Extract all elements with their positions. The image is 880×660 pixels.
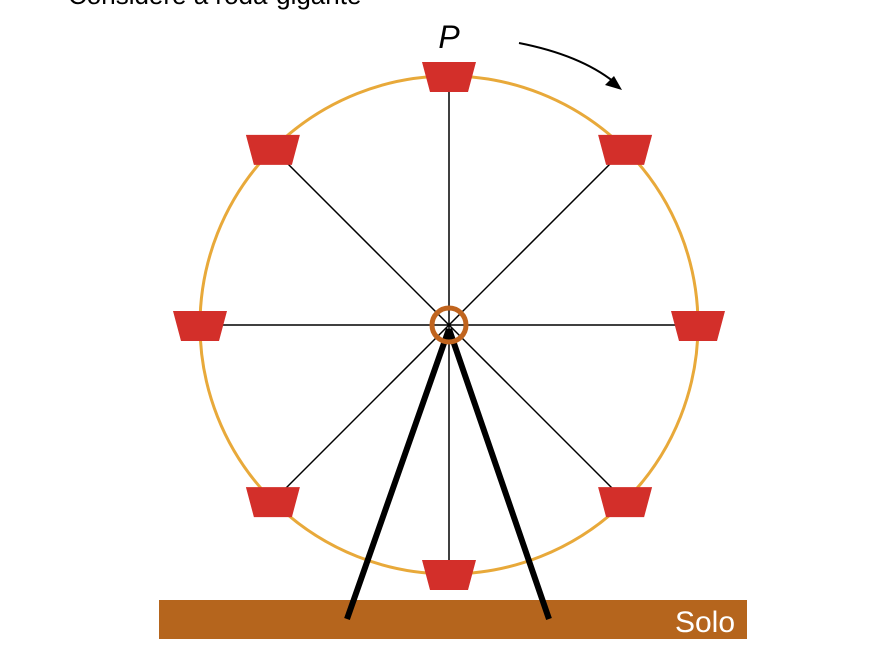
rotation-arrow-path bbox=[518, 42, 615, 83]
spoke-bottom-right bbox=[448, 324, 626, 502]
cabin-left bbox=[173, 311, 227, 341]
caption-top: Considere a roda-gigante bbox=[68, 0, 361, 10]
ground-label: Solo bbox=[675, 606, 735, 639]
rotation-arrow-head bbox=[605, 76, 622, 90]
hub bbox=[429, 305, 469, 345]
cabin-top bbox=[422, 62, 476, 92]
cabin-top-right bbox=[598, 134, 653, 165]
curved-arrow-icon bbox=[518, 42, 622, 90]
point-p-label: P bbox=[438, 19, 460, 55]
spoke-top-left bbox=[272, 148, 450, 326]
cabin-top-left bbox=[245, 134, 300, 165]
cabin-bottom bbox=[422, 560, 476, 590]
spoke-top-right bbox=[448, 148, 626, 326]
cabin-bottom-left bbox=[245, 487, 300, 518]
support-leg-left bbox=[344, 328, 452, 620]
spoke-bottom-left bbox=[272, 324, 450, 502]
cabins bbox=[173, 62, 725, 590]
support-leg-right bbox=[446, 328, 552, 620]
cabin-bottom-right bbox=[598, 487, 653, 518]
ground bbox=[159, 600, 747, 639]
spokes bbox=[200, 76, 698, 574]
cabin-right bbox=[671, 311, 725, 341]
